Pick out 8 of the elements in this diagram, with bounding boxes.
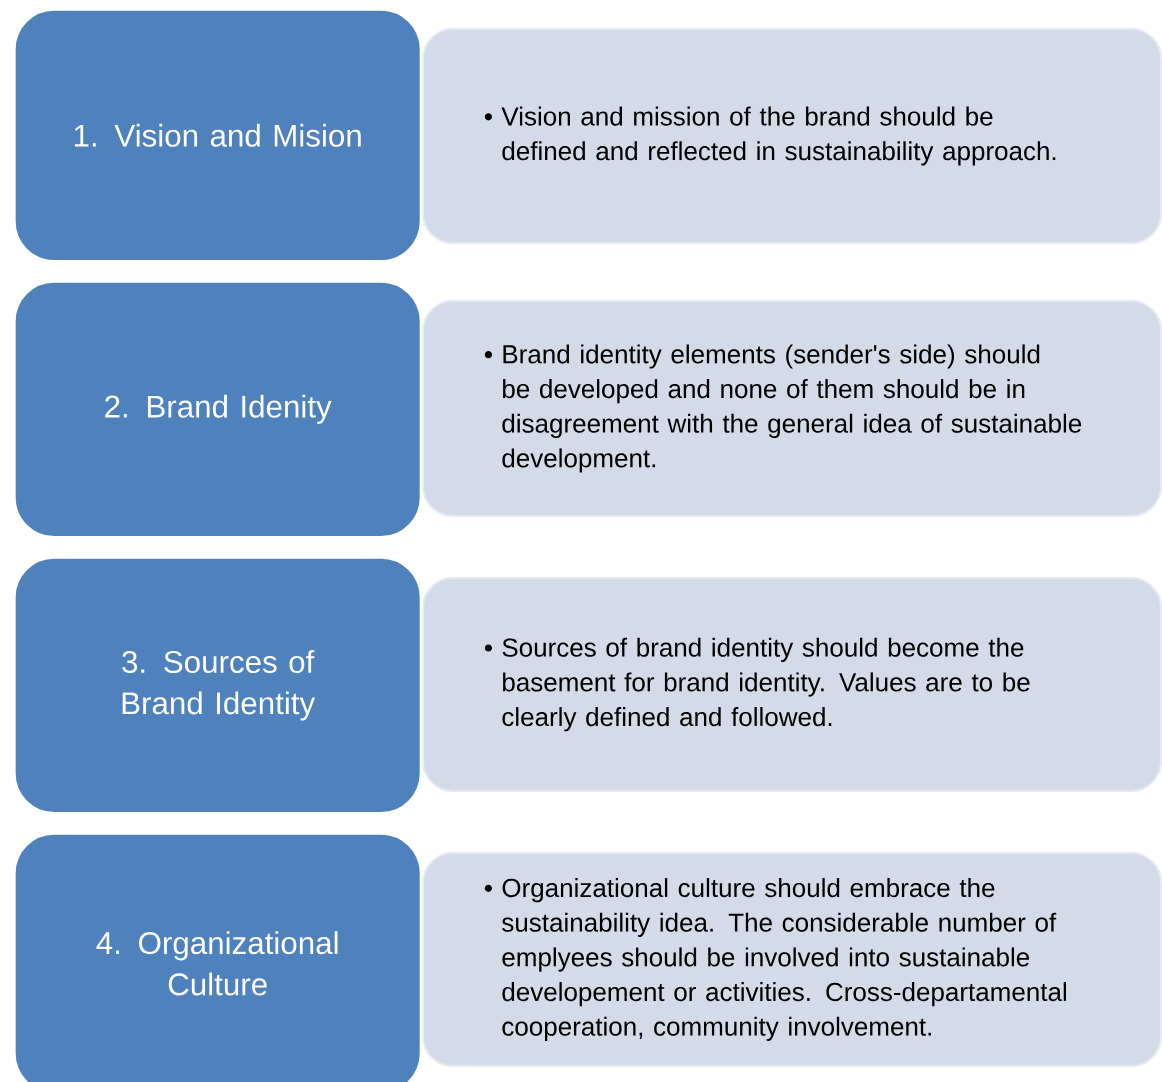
text-box: Vision and mission of the brand should be defined and reflected in sustainability approach. (422, 28, 1162, 244)
heading-box: 2. Brand Idenity (13, 280, 423, 539)
heading-box: 4. Organizational Culture (13, 832, 423, 1082)
heading-box: 3. Sources of Brand Identity (13, 556, 423, 815)
heading-box: 1. Vision and Mision (13, 8, 423, 263)
text-box: Sources of brand identity should become the basement for brand identity. Values are to be clearly defined and followed. (422, 577, 1162, 792)
text-box: Organizational culture should embrace the sustainability idea. The considerable number of emplyees should be involved into sustainable developement or activities. Cross-departamental cooperation, community involvement. (422, 852, 1162, 1067)
text-box: Brand identity elements (sender's side) should be developed and none of them should be in disagreement with the general idea of sustainable development. (422, 300, 1162, 517)
